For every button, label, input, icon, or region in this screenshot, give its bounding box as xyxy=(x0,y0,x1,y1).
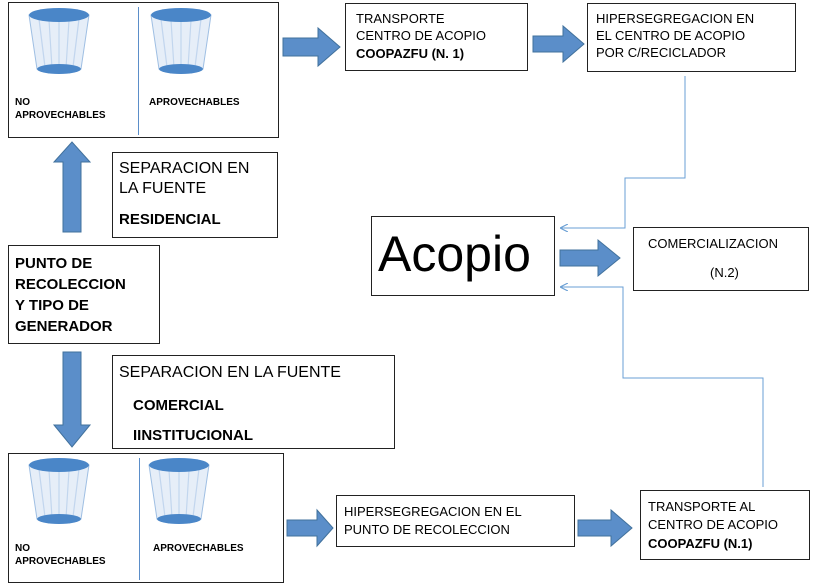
transport-top-box: TRANSPORTE CENTRO DE ACOPIO COOPAZFU (N.… xyxy=(345,3,528,71)
bin-label-non-recyclable: NO APROVECHABLES xyxy=(15,543,106,567)
punto-line4: GENERADOR xyxy=(15,318,113,335)
sep-com-line3: IINSTITUCIONAL xyxy=(133,427,253,444)
arrow-right-icon xyxy=(282,26,341,68)
arrow-right-icon xyxy=(559,238,621,278)
sep-com-line2: COMERCIAL xyxy=(133,397,224,414)
separacion-residencial-box: SEPARACION EN LA FUENTE RESIDENCIAL xyxy=(112,152,278,238)
acopio-label: Acopio xyxy=(378,226,531,282)
separacion-comercial-box: SEPARACION EN LA FUENTE COMERCIAL IINSTI… xyxy=(112,355,395,449)
hyperseg-top-line2: EL CENTRO DE ACOPIO xyxy=(596,28,746,43)
sep-com-line1: SEPARACION EN LA FUENTE xyxy=(119,364,341,381)
hyperseg-bottom-line1: HIPERSEGREGACION EN EL xyxy=(344,504,522,519)
arrow-right-icon xyxy=(532,24,585,64)
transport-bottom-line3: COOPAZFU (N.1) xyxy=(648,536,753,551)
hyperseg-top-line1: HIPERSEGREGACION EN xyxy=(596,11,755,26)
punto-recoleccion-box: PUNTO DE RECOLECCION Y TIPO DE GENERADOR xyxy=(8,245,160,344)
connector-to-acopio xyxy=(561,287,764,487)
transport-top-line3: COOPAZFU (N. 1) xyxy=(356,46,465,61)
hyperseg-bottom-line2: PUNTO DE RECOLECCION xyxy=(344,522,510,537)
arrow-right-icon xyxy=(577,508,633,548)
transport-bottom-box: TRANSPORTE AL CENTRO DE ACOPIO COOPAZFU … xyxy=(640,490,810,560)
punto-line3: Y TIPO DE xyxy=(15,297,89,314)
connector-to-acopio xyxy=(561,76,686,228)
bin-label-recyclable: APROVECHABLES xyxy=(153,543,244,554)
hyperseg-bottom-box: HIPERSEGREGACION EN EL PUNTO DE RECOLECC… xyxy=(336,495,575,547)
sep-res-line1: SEPARACION EN xyxy=(119,160,250,177)
arrow-down-icon xyxy=(52,351,92,448)
hyperseg-top-line3: POR C/RECICLADOR xyxy=(596,45,727,60)
transport-bottom-line1: TRANSPORTE AL xyxy=(648,499,756,514)
arrow-up-icon xyxy=(52,141,92,233)
bins-divider xyxy=(138,7,139,135)
punto-line2: RECOLECCION xyxy=(15,276,126,293)
bins-divider xyxy=(139,458,140,580)
acopio-box: Acopio xyxy=(371,216,555,296)
comercializacion-box: COMERCIALIZACION (N.2) xyxy=(633,227,809,291)
comercializacion-line2: (N.2) xyxy=(710,265,739,280)
comercializacion-line1: COMERCIALIZACION xyxy=(648,236,779,251)
bin-label-non-recyclable: NO APROVECHABLES xyxy=(15,97,106,121)
arrow-right-icon xyxy=(286,508,334,548)
hyperseg-top-box: HIPERSEGREGACION EN EL CENTRO DE ACOPIO … xyxy=(587,3,796,72)
punto-line1: PUNTO DE xyxy=(15,255,93,272)
bin-label-recyclable: APROVECHABLES xyxy=(149,97,240,108)
transport-top-line1: TRANSPORTE xyxy=(356,11,445,26)
top-bins-box: NO APROVECHABLES APROVECHABLES xyxy=(8,2,279,138)
transport-bottom-line2: CENTRO DE ACOPIO xyxy=(648,517,779,532)
transport-top-line2: CENTRO DE ACOPIO xyxy=(356,28,487,43)
sep-res-line3: RESIDENCIAL xyxy=(119,211,221,228)
bottom-bins-box: NO APROVECHABLES APROVECHABLES xyxy=(8,453,284,583)
sep-res-line2: LA FUENTE xyxy=(119,180,207,197)
